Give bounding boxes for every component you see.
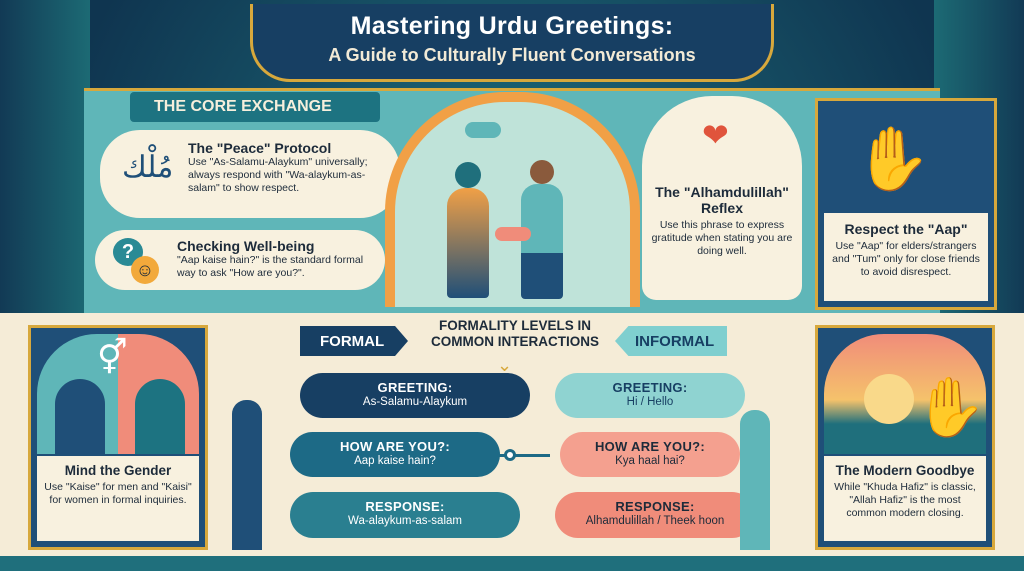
step-label: HOW ARE YOU?: [339, 439, 451, 454]
wellbeing-bubble: ? ☺ Checking Well-being "Aap kaise hain?… [95, 230, 385, 290]
peace-protocol-bubble: مُلْك The "Peace" Protocol Use "As-Salam… [100, 130, 400, 218]
gender-symbol-icon: ⚥ [97, 339, 128, 377]
calligraphy-icon: مُلْك [122, 150, 174, 185]
wellbeing-body: "Aap kaise hain?" is the standard formal… [177, 254, 364, 279]
mind-gender-card: ⚥ Mind the Gender Use "Kaise" for men an… [28, 325, 208, 550]
formal-how-are-you: HOW ARE YOU?:Aap kaise hain? [290, 432, 500, 477]
sunset-illustration: ✋ [824, 334, 986, 454]
respect-aap-card: ✋ Respect the "Aap" Use "Aap" for elders… [815, 98, 997, 310]
page-subtitle: A Guide to Culturally Fluent Conversatio… [328, 45, 696, 65]
bottom-border [0, 556, 1024, 571]
goodbye-title: The Modern Goodbye [835, 463, 975, 478]
step-value: Kya haal hai? [615, 455, 685, 467]
woman-figure-icon [455, 162, 481, 188]
conversation-illustration [385, 92, 640, 307]
bowing-man-figure-icon [232, 400, 262, 550]
informal-response: RESPONSE:Alhamdulillah / Theek hoon [555, 492, 755, 538]
step-value: As-Salamu-Alaykum [362, 396, 468, 408]
peace-title: The "Peace" Protocol [188, 140, 332, 156]
step-label: RESPONSE: [365, 499, 445, 514]
step-label: HOW ARE YOU?: [594, 439, 706, 454]
aap-title: Respect the "Aap" [844, 221, 968, 237]
waving-hand-icon: ✋ [914, 375, 986, 440]
informal-label: INFORMAL [615, 326, 727, 356]
formal-greeting: GREETING:As-Salamu-Alaykum [300, 373, 530, 418]
alhamdulillah-title: The "Alhamdulillah" Reflex [655, 184, 789, 216]
man-body [521, 184, 563, 299]
man-figure-icon [530, 160, 554, 184]
peace-body: Use "As-Salamu-Alaykum" universally; alw… [188, 156, 368, 194]
heart-plant-icon: ❤ [702, 117, 729, 153]
smiley-icon: ☺ [131, 256, 159, 284]
woman-figure-icon [135, 379, 185, 454]
step-value: Wa-alaykum-as-salam [348, 515, 462, 527]
man-figure-icon [55, 379, 105, 454]
section-heading: THE CORE EXCHANGE [130, 92, 380, 122]
page-title: Mastering Urdu Greetings: [350, 12, 674, 40]
informal-how-are-you: HOW ARE YOU?:Kya haal hai? [560, 432, 740, 477]
speech-bubble-icon [465, 122, 501, 138]
modern-goodbye-card: ✋ The Modern Goodbye While "Khuda Hafiz"… [815, 325, 995, 550]
ornament-icon: ⌄ [497, 355, 513, 375]
formal-label: FORMAL [300, 326, 408, 356]
goodbye-body: While "Khuda Hafiz" is classic, "Allah H… [834, 481, 976, 519]
informal-greeting: GREETING:Hi / Hello [555, 373, 745, 418]
step-label: GREETING: [612, 380, 688, 395]
connector-node [504, 449, 516, 461]
title-banner: Mastering Urdu Greetings: A Guide to Cul… [250, 4, 774, 82]
gender-illustration: ⚥ [37, 334, 199, 454]
woman-body [447, 188, 489, 298]
speech-bubble-icon [495, 227, 531, 241]
aap-body: Use "Aap" for elders/strangers and "Tum"… [832, 240, 980, 278]
wellbeing-title: Checking Well-being [177, 238, 315, 254]
gender-body: Use "Kaise" for men and "Kaisi" for wome… [44, 481, 192, 506]
step-label: GREETING: [377, 380, 453, 395]
waving-man-figure-icon [740, 410, 770, 550]
formal-response: RESPONSE:Wa-alaykum-as-salam [290, 492, 520, 538]
step-value: Aap kaise hain? [354, 455, 436, 467]
step-value: Alhamdulillah / Theek hoon [585, 515, 725, 527]
alhamdulillah-card: ❤ The "Alhamdulillah" Reflex Use this ph… [642, 96, 802, 300]
step-label: RESPONSE: [615, 499, 695, 514]
step-value: Hi / Hello [626, 396, 674, 408]
alhamdulillah-body: Use this phrase to express gratitude whe… [651, 219, 793, 257]
sun-icon [864, 374, 914, 424]
raised-hands-icon: ✋ [854, 125, 932, 194]
gender-title: Mind the Gender [64, 463, 172, 478]
formality-title: FORMALITY LEVELS IN COMMON INTERACTIONS [431, 318, 599, 349]
